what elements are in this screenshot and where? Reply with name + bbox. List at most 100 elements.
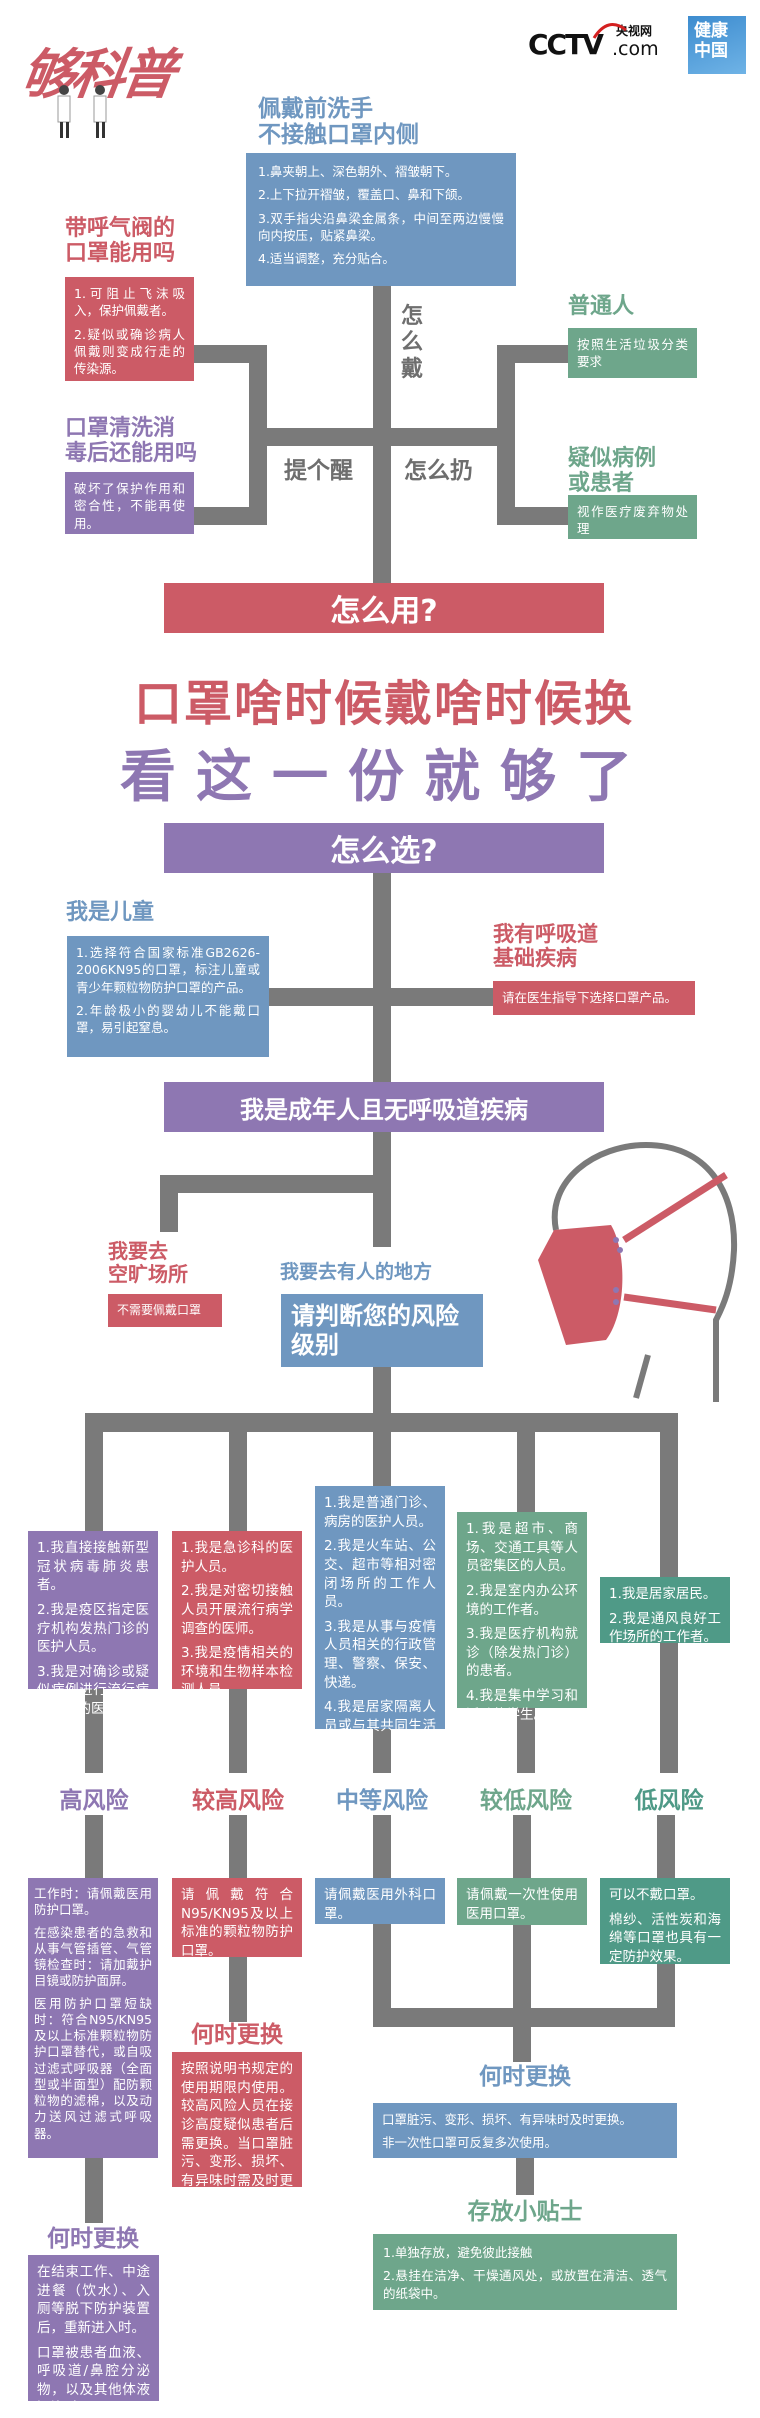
- headline-line2: 看这一份就够了: [120, 732, 648, 813]
- ordinary-answer-box: 按照生活垃圾分类要求: [568, 328, 697, 378]
- who-item: 4.我是居家隔离人员或与其共同生活的人员。: [324, 1698, 436, 1754]
- suspected-answer: 视作医疗废弃物处理: [577, 503, 688, 538]
- suspected-title: 疑似病例 或患者: [568, 446, 656, 497]
- advice-item: 请佩戴一次性使用医用口罩。: [466, 1886, 578, 1923]
- connector: [269, 988, 493, 1006]
- medium-risk-who-box: 1.我是普通门诊、病房的医护人员。 2.我是火车站、公交、超市等相对密闭场所的工…: [315, 1486, 445, 1729]
- wear-step: 1.鼻夹朝上、深色朝外、褶皱朝下。: [258, 163, 504, 180]
- child-title: 我是儿童: [66, 900, 154, 925]
- label-how-to-discard: 怎么扔: [404, 458, 473, 484]
- mask-strap-top: [624, 1175, 726, 1240]
- advice-item: 请佩戴符合N95/KN95及以上标准的颗粒物防护口罩。: [181, 1886, 293, 1961]
- how-to-use-bar: 怎么用?: [164, 583, 604, 633]
- wash-answer: 破坏了保护作用和密合性，不能再使用。: [74, 480, 185, 532]
- wear-step: 4.适当调整，充分贴合。: [258, 250, 504, 267]
- neck-outline: [636, 1355, 648, 1398]
- advice-item: 在感染患者的急救和从事气管插管、气管镜检查时：请加戴护目镜或防护面屏。: [34, 1925, 152, 1990]
- advice-item: 可以不戴口罩。: [609, 1886, 721, 1905]
- who-item: 3.我是对确诊或疑似病例进行流行病学调查的医师。: [37, 1663, 149, 1719]
- child-point: 2.年龄极小的婴幼儿不能戴口罩，易引起窒息。: [76, 1002, 260, 1037]
- advice-item: 医用防护口罩短缺时：符合N95/KN95及以上标准颗粒物防护口罩替代，或自吸过滤…: [34, 1996, 152, 2142]
- mask-strap-bottom: [624, 1297, 716, 1310]
- respiratory-title: 我有呼吸道 基础疾病: [493, 922, 598, 970]
- wear-title: 佩戴前洗手 不接触口罩内侧: [258, 96, 419, 149]
- risk-label-medium: 中等风险: [317, 1781, 447, 1815]
- connector: [160, 1175, 391, 1193]
- who-item: 2.我是火车站、公交、超市等相对密闭场所的工作人员。: [324, 1537, 436, 1612]
- doctors-icon: [50, 82, 120, 142]
- medium-risk-advice-box: 请佩戴医用外科口罩。: [315, 1878, 445, 1924]
- higher-risk-replace-box: 按照说明书规定的使用期限内使用。较高风险人员在接诊高度疑似患者后需更换。当口罩脏…: [172, 2052, 302, 2187]
- higher-risk-advice-box: 请佩戴符合N95/KN95及以上标准的颗粒物防护口罩。: [172, 1878, 302, 1957]
- connector: [373, 2008, 675, 2027]
- who-item: 1.我直接接触新型冠状病毒肺炎患者。: [37, 1539, 149, 1595]
- advice-item: 棉纱、活性炭和海绵等口罩也具有一定防护效果。: [609, 1911, 721, 1967]
- replace-item: 非一次性口罩可反复多次使用。: [382, 2134, 668, 2151]
- high-risk-who-box: 1.我直接接触新型冠状病毒肺炎患者。 2.我是疫区指定医疗机构发热门诊的医护人员…: [28, 1531, 158, 1689]
- lower-risk-who-box: 1.我是超市、商场、交通工具等人员密集区的人员。 2.我是室内办公环境的工作者。…: [457, 1512, 587, 1708]
- risk-label-lower: 较低风险: [461, 1781, 591, 1815]
- who-item: 3.我是从事与疫情人员相关的行政管理、警察、保安、快递。: [324, 1618, 436, 1693]
- ordinary-answer: 按照生活垃圾分类要求: [577, 336, 688, 371]
- connector: [266, 428, 515, 446]
- low-risk-who-box: 1.我是居家居民。 2.我是通风良好工作场所的工作者。: [600, 1577, 730, 1643]
- wash-title: 口罩清洗消 毒后还能用吗: [65, 416, 197, 467]
- storage-item: 1.单独存放，避免彼此接触: [383, 2244, 667, 2261]
- connector: [497, 345, 515, 525]
- respiratory-answer: 请在医生指导下选择口罩产品。: [502, 989, 686, 1006]
- connector: [373, 873, 391, 1082]
- storage-item: 2.悬挂在洁净、干燥通风处，或放置在清洁、透气的纸袋中。: [383, 2267, 667, 2302]
- who-item: 4.我是集中学习和活动的学生。: [466, 1687, 578, 1724]
- cctv-logo: CCTV 央视网 .com: [528, 20, 668, 64]
- mask-shape: [538, 1225, 622, 1345]
- open-space-title: 我要去 空旷场所: [108, 1240, 188, 1286]
- who-item: 2.我是对密切接触人员开展流行病学调查的医师。: [181, 1582, 293, 1638]
- suspected-answer-box: 视作医疗废弃物处理: [568, 495, 697, 539]
- ordinary-title: 普通人: [568, 294, 634, 319]
- respiratory-answer-box: 请在医生指导下选择口罩产品。: [493, 981, 695, 1015]
- health-china-logo: 健康 中国: [688, 16, 746, 74]
- mask-head-illustration: [536, 1140, 741, 1402]
- higher-risk-who-box: 1.我是急诊科的医护人员。 2.我是对密切接触人员开展流行病学调查的医师。 3.…: [172, 1531, 302, 1689]
- advice-item: 请佩戴医用外科口罩。: [324, 1886, 436, 1923]
- general-replace-box: 口罩脏污、变形、损坏、有异味时及时更换。 非一次性口罩可反复多次使用。: [373, 2103, 677, 2158]
- connector: [249, 345, 267, 525]
- replace-item: 在结束工作、中途进餐（饮水）、入厕等脱下防护装置后，重新进入时。: [37, 2263, 150, 2338]
- replace-item: 口罩被患者血液、呼吸道/鼻腔分泌物，以及其他体液污染时。: [37, 2344, 150, 2418]
- health-china-text: 健康 中国: [688, 16, 746, 61]
- connector: [160, 1175, 178, 1232]
- low-risk-advice-box: 可以不戴口罩。 棉纱、活性炭和海绵等口罩也具有一定防护效果。: [600, 1878, 730, 1964]
- connector: [85, 2158, 103, 2223]
- valve-point: 1.可阻止飞沫吸入，保护佩戴者。: [74, 285, 185, 320]
- replace-item: 按照说明书规定的使用期限内使用。较高风险人员在接诊高度疑似患者后需更换。当口罩脏…: [181, 2060, 293, 2209]
- risk-label-high: 高风险: [29, 1781, 159, 1815]
- adult-bar: 我是成年人且无呼吸道疾病: [164, 1082, 604, 1132]
- who-item: 2.我是室内办公环境的工作者。: [466, 1582, 578, 1619]
- wear-steps-box: 1.鼻夹朝上、深色朝外、褶皱朝下。 2.上下拉开褶皱，覆盖口、鼻和下颌。 3.双…: [246, 153, 516, 286]
- risk-judge-box: 请判断您的风险级别: [281, 1294, 483, 1367]
- storage-title: 存放小贴士: [373, 2199, 677, 2225]
- headline-line1: 口罩啥时候戴啥时候换: [120, 664, 648, 734]
- storage-box: 1.单独存放，避免彼此接触 2.悬挂在洁净、干燥通风处，或放置在清洁、透气的纸袋…: [373, 2234, 677, 2310]
- connector: [373, 1367, 391, 1417]
- lower-risk-advice-box: 请佩戴一次性使用医用口罩。: [457, 1878, 587, 1925]
- crowd-title: 我要去有人的地方: [280, 1262, 432, 1284]
- who-item: 2.我是疫区指定医疗机构发热门诊的医护人员。: [37, 1601, 149, 1657]
- who-item: 3.我是疫情相关的环境和生物样本检测人员。: [181, 1644, 293, 1700]
- valve-answer-box: 1.可阻止飞沫吸入，保护佩戴者。 2.疑似或确诊病人佩戴则变成行走的传染源。: [65, 277, 194, 381]
- wash-answer-box: 破坏了保护作用和密合性，不能再使用。: [65, 472, 194, 534]
- label-reminder: 提个醒: [284, 458, 353, 484]
- open-space-answer-box: 不需要佩戴口罩: [108, 1294, 222, 1327]
- how-to-choose-bar: 怎么选?: [164, 823, 604, 873]
- valve-point: 2.疑似或确诊病人佩戴则变成行走的传染源。: [74, 326, 185, 378]
- high-risk-replace-title: 何时更换: [28, 2226, 158, 2252]
- label-how-to-wear: 怎 么 戴: [401, 304, 423, 383]
- advice-item: 工作时：请佩戴医用防护口罩。: [34, 1886, 152, 1919]
- who-item: 1.我是急诊科的医护人员。: [181, 1539, 293, 1576]
- cctv-com-text: .com: [612, 38, 659, 60]
- high-risk-advice-box: 工作时：请佩戴医用防护口罩。 在感染患者的急救和从事气管插管、气管镜检查时：请加…: [28, 1878, 158, 2158]
- who-item: 3.我是医疗机构就诊（除发热门诊）的患者。: [466, 1625, 578, 1681]
- wear-step: 3.双手指尖沿鼻梁金属条，中间至两边慢慢向内按压，贴紧鼻梁。: [258, 210, 504, 245]
- child-point: 1.选择符合国家标准GB2626-2006KN95的口罩，标注儿童或青少年颗粒物…: [76, 944, 260, 996]
- who-item: 1.我是普通门诊、病房的医护人员。: [324, 1494, 436, 1531]
